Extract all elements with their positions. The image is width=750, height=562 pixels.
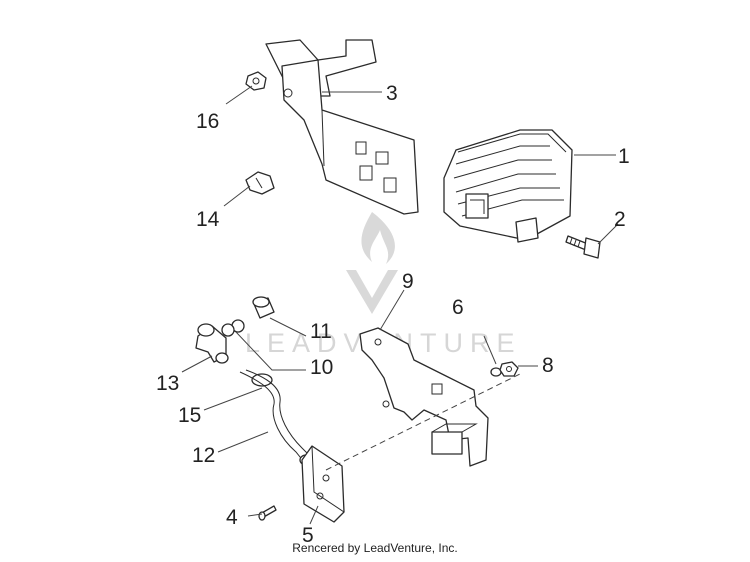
part-8-nut: [499, 361, 519, 377]
callout-8: 8: [542, 354, 554, 377]
callout-10: 10: [310, 356, 333, 379]
callout-12: 12: [192, 444, 215, 467]
part-11-connector: [252, 296, 275, 319]
callout-5: 5: [302, 524, 314, 547]
part-6-washer: [490, 367, 502, 377]
part-1-regulator: [443, 129, 573, 243]
callout-9: 9: [402, 270, 414, 293]
part-13-elbow: [195, 323, 229, 364]
callout-6: 6: [452, 296, 464, 319]
callout-11: 11: [310, 320, 332, 343]
part-15-clamp: [251, 373, 273, 387]
callout-3: 3: [386, 82, 398, 105]
part-16-nut: [245, 71, 267, 91]
part-14-clip: [245, 171, 275, 195]
callout-16: 16: [196, 110, 219, 133]
part-2-bolt: [565, 235, 601, 259]
part-12-tube: [239, 369, 313, 466]
part-5-module: [301, 445, 345, 523]
leader-lines: [181, 85, 619, 525]
callout-1: 1: [618, 145, 630, 168]
callout-4: 4: [226, 506, 238, 529]
callout-13: 13: [156, 372, 179, 395]
credit-line: Rencered by LeadVenture, Inc.: [292, 541, 458, 555]
part-10-grommet: [221, 319, 245, 337]
part-9-bracket: [359, 327, 489, 467]
callout-2: 2: [614, 208, 626, 231]
part-3-bracket: [265, 39, 419, 215]
part-4-screw: [258, 505, 277, 521]
callout-14: 14: [196, 208, 220, 231]
assembly-dashed-line: [325, 373, 521, 471]
callout-15: 15: [178, 404, 201, 427]
